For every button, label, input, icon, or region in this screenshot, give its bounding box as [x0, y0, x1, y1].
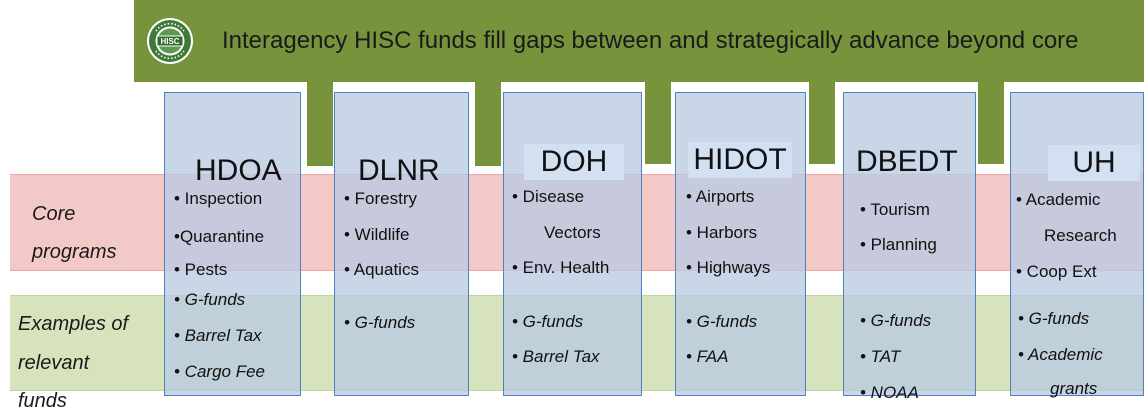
core-program-item: • Tourism: [860, 200, 930, 219]
core-program-item: • Wildlife: [344, 225, 410, 244]
agency-name-doh: DOH: [524, 144, 624, 180]
core-program-item: • Harbors: [686, 223, 758, 242]
core-program-item: • Env. Health: [512, 258, 610, 277]
core-program-item: • Inspection: [174, 189, 263, 208]
fund-item: • FAA: [686, 347, 729, 366]
funds-row-label: relevant: [18, 352, 90, 374]
fund-item: • G-funds: [686, 312, 758, 331]
core-program-item: • Airports: [686, 187, 755, 206]
core-program-item: • Disease: [512, 187, 585, 206]
core-row-label: programs: [32, 241, 117, 263]
fund-item: • TAT: [860, 347, 901, 366]
agency-column-dlnr: [334, 92, 469, 396]
fund-item: • G-funds: [344, 313, 416, 332]
fund-item: • Academic: [1018, 345, 1103, 364]
agency-name-hdoa: HDOA: [195, 154, 282, 187]
fund-item: • NOAA: [860, 383, 919, 402]
core-row-label: Core: [32, 203, 76, 225]
core-program-item: • Aquatics: [344, 260, 419, 279]
agency-column-hdoa: [164, 92, 301, 396]
fund-item: • G-funds: [1018, 309, 1090, 328]
header-banner: [134, 0, 1144, 82]
svg-text:HISC: HISC: [160, 37, 179, 46]
banner-connector: [978, 80, 1004, 164]
fund-item: grants: [1050, 379, 1098, 398]
fund-item: • G-funds: [860, 311, 932, 330]
fund-item: • Barrel Tax: [512, 347, 600, 366]
core-program-item: Research: [1044, 226, 1117, 245]
funds-row-label: funds: [18, 390, 67, 412]
agency-name-dlnr: DLNR: [358, 154, 440, 187]
core-program-item: • Highways: [686, 258, 771, 277]
core-program-item: • Academic: [1016, 190, 1101, 209]
banner-connector: [475, 80, 501, 166]
fund-item: • Barrel Tax: [174, 326, 262, 345]
banner-title: Interagency HISC funds fill gaps between…: [222, 27, 1079, 54]
core-program-item: • Forestry: [344, 189, 418, 208]
banner-connector: [809, 80, 835, 164]
agency-name-uh: UH: [1048, 145, 1140, 181]
funds-row-label: Examples of: [18, 313, 129, 335]
core-program-item: • Coop Ext: [1016, 262, 1097, 281]
agency-name-dbedt: DBEDT: [856, 145, 958, 178]
fund-item: • G-funds: [174, 290, 246, 309]
fund-item: • G-funds: [512, 312, 584, 331]
hisc-seal-icon: HISC: [147, 18, 193, 64]
banner-connector: [307, 80, 333, 166]
fund-item: • Cargo Fee: [174, 362, 265, 381]
banner-connector: [645, 80, 671, 164]
core-program-item: • Pests: [174, 260, 228, 279]
agency-column-dbedt: [843, 92, 976, 396]
core-program-item: • Planning: [860, 235, 937, 254]
core-program-item: •Quarantine: [174, 227, 265, 246]
core-program-item: Vectors: [544, 223, 601, 242]
agency-column-doh: [503, 92, 642, 396]
agency-name-hidot: HIDOT: [688, 142, 792, 178]
